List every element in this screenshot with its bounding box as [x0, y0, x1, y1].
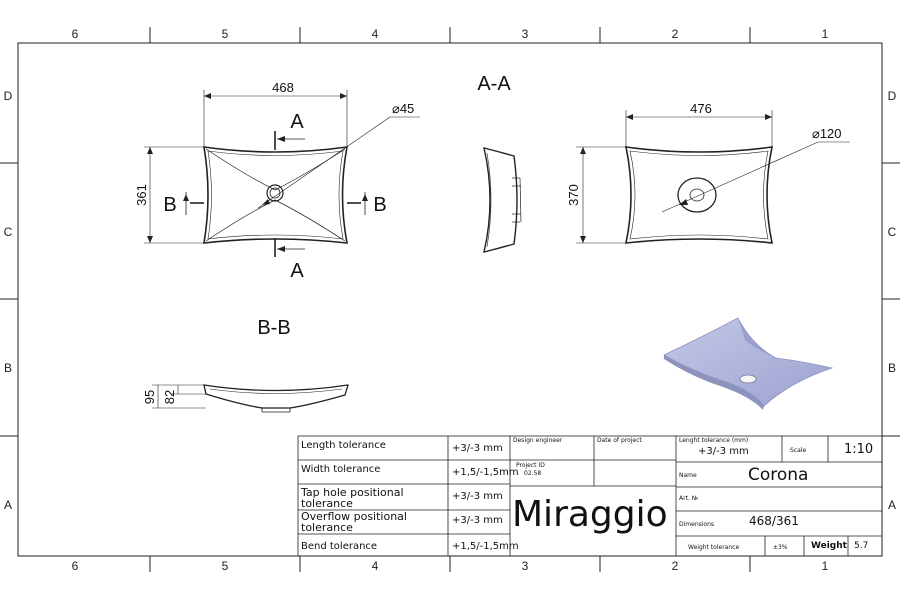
zone-col-bottom-4: 4: [372, 559, 379, 573]
product-name: Corona: [748, 465, 809, 485]
zone-col-top-2: 2: [672, 27, 679, 41]
section-bb-title: B-B: [257, 317, 290, 339]
tol-bend-value: +1,5/-1,5mm: [452, 541, 519, 552]
zone-row-left-d: D: [4, 89, 13, 103]
weight-value: 5.7: [854, 541, 869, 551]
bottom-view: [576, 110, 850, 244]
tol-overflow-label: Overflow positional tolerance: [301, 510, 407, 534]
dim-height-outer: 95: [142, 390, 157, 404]
zone-col-bottom-5: 5: [222, 559, 229, 573]
zone-row-left-c: C: [4, 225, 13, 239]
scale-label: Scale: [790, 447, 807, 454]
zone-row-left-a: A: [4, 498, 12, 512]
zone-col-top-5: 5: [222, 27, 229, 41]
zone-col-top-4: 4: [372, 27, 379, 41]
tol-tap-hole-value: +3/-3 mm: [452, 491, 503, 502]
dim-bottom-diameter: ⌀120: [812, 126, 842, 141]
top-view: [144, 90, 420, 257]
tol-tap-hole-label: Tap hole positional tolerance: [301, 486, 404, 510]
dimensions-value: 468/361: [749, 514, 799, 528]
length-tolerance-label: Lenght tolerance (mm): [679, 437, 749, 444]
date-of-project-label: Date of project: [597, 437, 642, 444]
project-id-value: 02.58: [524, 470, 542, 477]
company-name: Miraggio: [512, 494, 668, 535]
tol-width-label: Width tolerance: [301, 464, 381, 475]
cut-label-b-right: B: [373, 194, 386, 216]
scale-value: 1:10: [844, 442, 874, 457]
weight-label: Weight: [811, 541, 847, 551]
zone-col-top-6: 6: [72, 27, 79, 41]
dim-top-width: 468: [272, 80, 294, 95]
zone-row-right-c: C: [888, 225, 897, 239]
dim-bottom-depth: 370: [566, 184, 581, 206]
zone-row-right-d: D: [888, 89, 897, 103]
section-aa-title: A-A: [477, 73, 511, 95]
title-block-grid: [297, 435, 883, 557]
top-view-arrows: [147, 93, 368, 252]
dimensions-label: Dimensions: [679, 521, 715, 528]
dim-bottom-width: 476: [690, 101, 712, 116]
zone-ticks: [0, 27, 900, 572]
weight-tolerance-label: Weight tolerance: [688, 544, 740, 551]
zone-row-right-b: B: [888, 361, 896, 375]
cut-label-a-bottom: A: [290, 260, 304, 282]
length-tolerance-value: +3/-3 mm: [698, 446, 749, 457]
design-engineer-label: Design engineer: [513, 437, 563, 444]
weight-tolerance-value: ±3%: [773, 544, 788, 551]
tol-bend-label: Bend tolerance: [301, 541, 378, 552]
dim-height-inner: 82: [162, 390, 177, 404]
tol-length-value: +3/-3 mm: [452, 443, 503, 454]
section-aa-profile: [483, 147, 522, 253]
zone-col-top-1: 1: [822, 27, 829, 41]
zone-col-bottom-3: 3: [522, 559, 529, 573]
zone-col-bottom-2: 2: [672, 559, 679, 573]
bottom-view-arrows: [580, 114, 772, 243]
name-label: Name: [679, 472, 697, 479]
basin-3d-view: [663, 317, 834, 410]
tol-length-label: Length tolerance: [301, 440, 386, 451]
section-bb-profile: [152, 384, 349, 413]
zone-row-left-b: B: [4, 361, 12, 375]
tol-width-value: +1,5/-1,5mm: [452, 467, 519, 478]
zone-row-right-a: A: [888, 498, 896, 512]
zone-col-bottom-6: 6: [72, 559, 79, 573]
tol-overflow-value: +3/-3 mm: [452, 515, 503, 526]
zone-col-bottom-1: 1: [822, 559, 829, 573]
cut-label-b-left: B: [163, 194, 176, 216]
zone-col-top-3: 3: [522, 27, 529, 41]
project-id-label: Project ID: [516, 462, 545, 469]
dim-top-depth: 361: [134, 184, 149, 206]
cut-label-a-top: A: [290, 111, 304, 133]
dim-hole-diameter: ⌀45: [392, 101, 414, 116]
art-number-label: Art. №: [679, 495, 698, 502]
